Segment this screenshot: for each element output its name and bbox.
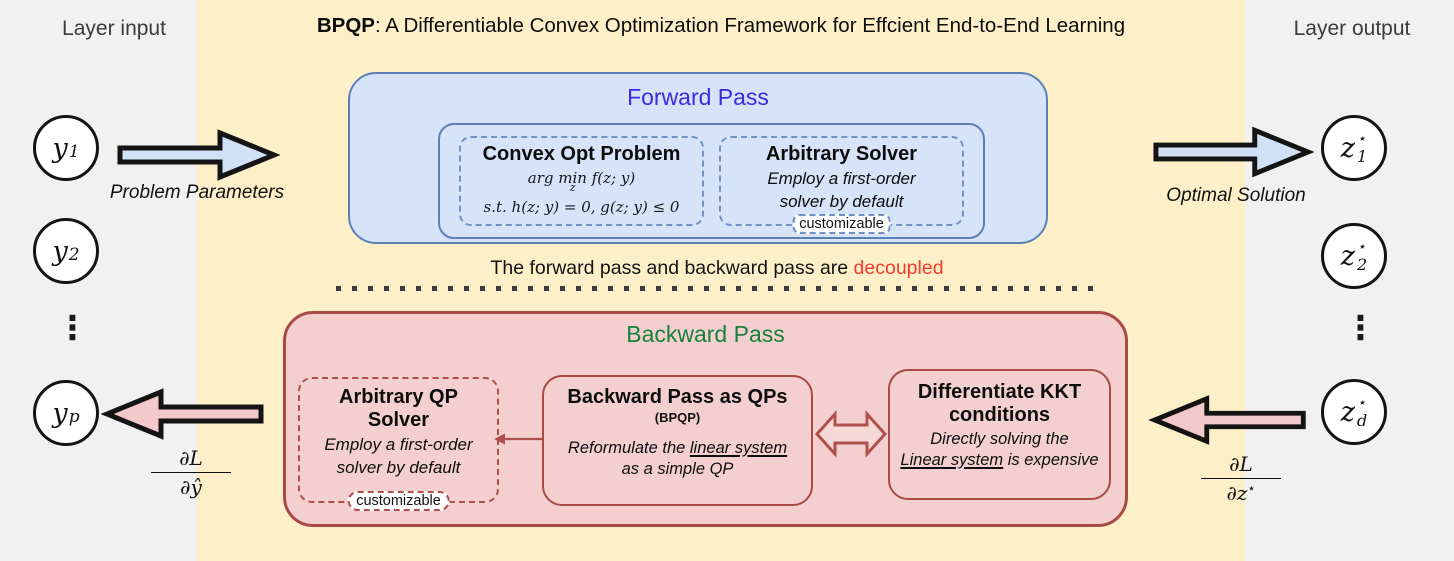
layer-input-label: Layer input [62, 17, 166, 40]
node-subscript: 2 [1357, 255, 1368, 274]
arbitrary-qp-solver-box: Arbitrary QP Solver Employ a first-order… [298, 377, 499, 511]
node-subscript: 1 [1357, 147, 1368, 166]
node-subscript: 1 [68, 142, 80, 162]
node-subscript: 2 [68, 245, 80, 265]
solver-description-line1: Employ a first-order [767, 169, 916, 188]
body-text-line1: Directly solving the [930, 430, 1069, 448]
math-arg: arg [527, 169, 554, 187]
math-objective: f(z; y) [591, 169, 636, 187]
differentiate-kkt-box: Differentiate KKT conditions Directly so… [888, 369, 1111, 500]
arbitrary-qp-solver-title: Arbitrary QP Solver [300, 386, 497, 432]
grad-wrt-zstar-label: ∂L ∂z⋆ [1201, 452, 1281, 505]
node-symbol: y [52, 132, 68, 164]
node-supsub: ⋆1 [1357, 131, 1368, 166]
output-node-zd: z ⋆d [1321, 379, 1387, 445]
bpqp-box-title: Backward Pass as QPs [567, 386, 788, 408]
node-subscript: d [1356, 411, 1368, 430]
node-symbol: y [52, 397, 68, 429]
frac-den-star: ⋆ [1247, 481, 1256, 497]
frac-numerator: ∂L [1201, 452, 1281, 479]
diagram-title-acronym: BPQP [316, 14, 375, 37]
bpqp-box-body: Reformulate the linear system as a simpl… [544, 438, 811, 479]
layer-output-label: Layer output [1293, 17, 1411, 40]
dotted-separator [336, 286, 1103, 291]
convex-opt-problem-title: Convex Opt Problem [482, 143, 681, 165]
output-forward-arrow-icon [1153, 126, 1314, 178]
bpqp-kkt-double-arrow-icon [814, 410, 888, 458]
decoupled-note-highlight: decoupled [853, 257, 944, 279]
bpqp-box-subtitle: (BPQP) [654, 410, 701, 425]
kkt-box-body: Directly solving the Linear system is ex… [890, 429, 1109, 470]
forward-pass-title: Forward Pass [627, 84, 769, 110]
node-supsub: ⋆d [1356, 395, 1368, 430]
problem-parameters-caption: Problem Parameters [109, 182, 285, 203]
body-text-line2: Linear system is expensive [890, 450, 1109, 471]
gradient-input-arrow-icon [1148, 395, 1306, 445]
grad-wrt-yhat-label: ∂L ∂ŷ [151, 446, 231, 499]
qp-solver-description-line1: Employ a first-order [324, 435, 473, 454]
linear-system-underlined: Linear system [900, 450, 1004, 469]
node-symbol: z [1340, 132, 1356, 164]
frac-den-base: ∂z [1226, 481, 1248, 505]
title-line1: Differentiate KKT [917, 381, 1082, 403]
node-supsub: ⋆2 [1357, 239, 1368, 274]
decoupled-note: The forward pass and backward pass are d… [360, 257, 1074, 280]
output-node-z1: z ⋆1 [1321, 115, 1387, 181]
backward-pass-as-qps-box: Backward Pass as QPs (BPQP) Reformulate … [542, 375, 813, 506]
decoupled-note-text: The forward pass and backward pass are [490, 257, 854, 279]
solver-description-line2: solver by default [779, 192, 904, 212]
customizable-tag: customizable [347, 491, 450, 511]
diagram-title: BPQP: A Differentiable Convex Optimizati… [197, 14, 1245, 38]
node-superscript: ⋆ [1357, 131, 1366, 147]
math-min: min [558, 169, 587, 188]
output-ellipsis: ⋮ [1344, 308, 1377, 347]
gradient-output-arrow-icon [101, 388, 264, 440]
math-min-sub: z [569, 181, 576, 195]
bpqp-to-solver-arrow-icon [494, 433, 543, 445]
node-symbol: z [1340, 396, 1355, 428]
arbitrary-solver-box: Arbitrary Solver Employ a first-order so… [719, 136, 964, 234]
frac-denominator: ∂ŷ [180, 475, 202, 499]
backward-pass-box: Backward Pass Arbitrary QP Solver Employ… [283, 311, 1128, 527]
frac-denominator: ∂z⋆ [1201, 479, 1281, 505]
output-node-z2: z ⋆2 [1321, 223, 1387, 289]
kkt-box-title: Differentiate KKT conditions [890, 381, 1109, 427]
node-symbol: z [1340, 240, 1356, 272]
body-text: Reformulate the [567, 439, 690, 457]
node-subscript: p [68, 407, 80, 427]
title-line2: Solver [367, 409, 430, 431]
linear-system-underlined: linear system [689, 439, 788, 457]
body-text-post: is expensive [1003, 450, 1099, 469]
constraints-formula: s.t. h(z; y) = 0, g(z; y) ≤ 0 [483, 198, 680, 217]
title-line2: conditions [948, 404, 1051, 426]
body-text-line2: as a simple QP [621, 459, 734, 478]
input-ellipsis: ⋮ [56, 308, 89, 347]
node-symbol: y [52, 235, 68, 267]
diagram-title-rest: : A Differentiable Convex Optimization F… [374, 14, 1126, 37]
qp-solver-description-line2: solver by default [336, 458, 461, 478]
node-superscript: ⋆ [1356, 395, 1366, 411]
optimal-solution-caption: Optimal Solution [1166, 185, 1306, 206]
node-superscript: ⋆ [1357, 239, 1366, 255]
frac-numerator: ∂L [151, 446, 231, 473]
input-forward-arrow-icon [117, 129, 280, 181]
backward-pass-title: Backward Pass [626, 321, 785, 347]
title-line1: Arbitrary QP [339, 386, 458, 408]
arbitrary-solver-title: Arbitrary Solver [765, 143, 918, 165]
customizable-tag: customizable [792, 214, 891, 234]
